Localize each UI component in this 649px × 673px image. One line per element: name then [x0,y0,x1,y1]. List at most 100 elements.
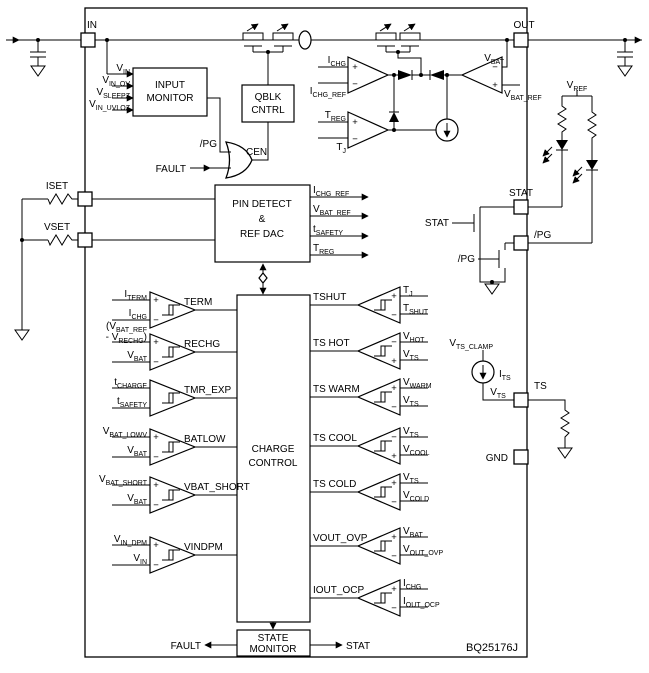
input-monitor-title-1: INPUT [155,80,185,91]
treg-plus-label: TREG [325,110,346,123]
qblk-title-1: QBLK [255,92,282,103]
vindpm-name: VINDPM [184,542,223,553]
rechg-plus-sign: + [153,337,159,348]
comparator-vbat: − + VBAT VBAT_REF [444,40,542,102]
pg-internal-label: /PG [200,139,217,150]
pin-detect-title-1: PIN DETECT [232,199,291,210]
vout-ovp-name: VOUT_OVP [313,533,368,544]
pin-gnd [513,449,529,465]
iset-pin-label: ISET [46,181,68,192]
ts-cold-bottom-label: VCOLD [403,490,429,503]
ichg-plus-sign: + [352,62,358,73]
iout-ocp-bottom-sign: − [391,603,397,614]
vbat-ref-out-label: VBAT_REF [313,204,351,217]
fault-in-label: FAULT [156,164,186,175]
pin-pg [513,235,529,251]
term-top-label: ITERM [124,289,147,302]
state-monitor-title-1: STATE [258,633,289,644]
charge-control-block [236,294,311,623]
hysteresis-icon [374,440,392,452]
ts-cool-bottom-sign: + [391,451,397,462]
pg-gate-label: /PG [458,254,475,265]
vts-clamp-label: VTS_CLAMP [449,338,493,351]
ts-warm-bottom-sign: − [391,402,397,413]
comparator-ts-cool: − + VTS VCOOL TS COOL [310,426,430,465]
vindpm-plus-sign: + [153,540,159,551]
vout-ovp-bottom-label: VOUT_OVP [403,544,443,557]
pin-iset [77,191,93,207]
pg-pin-label: /PG [534,230,551,241]
gnd-pin-label: GND [486,453,508,464]
junction-dots [20,38,627,284]
hysteresis-icon [374,345,392,357]
hysteresis-icon [374,299,392,311]
hysteresis-icon [162,489,180,501]
term-name: TERM [184,297,212,308]
ts-hot-bottom-sign: + [391,356,397,367]
ts-hot-top-sign: − [391,337,397,348]
ts-cool-top-label: VTS [403,426,419,439]
charge-control-title-2: CONTROL [249,458,298,469]
vout-ovp-top-sign: + [391,532,397,543]
ts-cold-name: TS COLD [313,479,356,490]
ts-cool-name: TS COOL [313,433,357,444]
iout-ocp-top-label: ICHG [403,578,421,591]
comparator-rechg: + − (VBAT_REF - VRECHG) VBAT RECHG [106,321,237,371]
tshut-bottom-sign: − [391,310,397,321]
chip-boundary [84,7,528,658]
comparator-treg: + − TREG TJ [318,110,436,155]
diode-vbat-loop [430,70,444,80]
vin-ov-label: VIN_OV [102,75,130,88]
ts-warm-top-label: VWARM [403,377,432,390]
hysteresis-icon [162,304,180,316]
vout-ovp-bottom-sign: − [391,551,397,562]
vbat-plus-sign: + [492,80,498,91]
rechg-name: RECHG [184,339,220,350]
comparator-ts-hot: − + VHOT VTS TS HOT [310,331,428,370]
treg-minus-label: TJ [336,142,346,155]
vin-label: VIN [116,63,130,76]
comparator-tmr-exp: tCHARGE tSAFETY TMR_EXP [112,377,237,417]
ts-cold-top-label: VTS [403,472,419,485]
hysteresis-icon [374,592,392,604]
state-monitor-title-2: MONITOR [249,644,296,655]
pin-detect-ref-dac-block [214,184,311,263]
vin-uvloz-label: VIN_UVLOZ [89,99,131,112]
vbat-short-top-label: VBAT_SHORT [99,474,148,487]
batlow-name: BATLOW [184,434,226,445]
ts-hot-top-label: VHOT [403,331,425,344]
batlow-bottom-label: VBAT [127,445,147,458]
vbat-short-plus-sign: + [153,480,159,491]
diode-ichg-loop [398,70,412,80]
ts-cold-bottom-sign: − [391,497,397,508]
pin-out [513,32,529,48]
batlow-minus-sign: − [153,452,159,463]
tshut-name: TSHUT [313,292,346,303]
its-label: ITS [499,369,511,382]
pin-vset [77,232,93,248]
tmr-exp-bottom-label: tSAFETY [117,396,147,409]
ts-hot-bottom-label: VTS [403,349,419,362]
hysteresis-icon [162,392,180,404]
vts-label: VTS [490,387,506,400]
batlow-top-label: VBAT_LOWV [103,426,148,439]
fault-out-label: FAULT [171,641,201,652]
diodes [389,70,598,170]
ts-cool-top-sign: − [391,432,397,443]
pin-stat [513,199,529,215]
treg-out-label: TREG [313,243,334,256]
current-sense-element [298,30,312,50]
iout-ocp-name: IOUT_OCP [313,585,364,596]
input-monitor-title-2: MONITOR [146,93,193,104]
vindpm-minus-sign: − [153,560,159,571]
vset-pin-label: VSET [44,222,70,233]
hysteresis-icon [374,540,392,552]
ts-warm-top-sign: + [391,383,397,394]
stat-gate-label: STAT [425,218,449,229]
state-monitor-block [236,629,311,657]
arrowed-wires [10,23,642,649]
stat-led [556,140,568,150]
ts-hot-name: TS HOT [313,338,350,349]
